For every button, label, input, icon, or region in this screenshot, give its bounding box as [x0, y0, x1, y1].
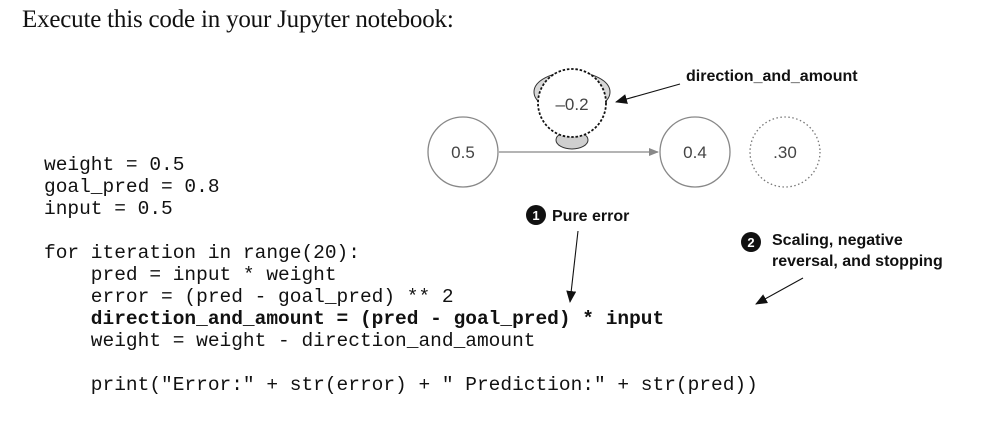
- code-line: error = (pred - goal_pred) ** 2: [44, 286, 454, 308]
- callout-1-arrow: [566, 230, 579, 303]
- input-node-value: 0.5: [451, 143, 475, 162]
- weight-label-arrow: [615, 83, 681, 104]
- page-heading: Execute this code in your Jupyter notebo…: [22, 6, 454, 33]
- output-node-value: 0.4: [683, 143, 707, 162]
- code-line: input = 0.5: [44, 198, 173, 220]
- callout-1-label: Pure error: [552, 208, 629, 225]
- output-node: [659, 116, 731, 188]
- weight-label: direction_and_amount: [686, 68, 858, 85]
- code-line: print("Error:" + str(error) + " Predicti…: [44, 374, 758, 396]
- callout-1-badge: [526, 205, 546, 225]
- weight-knob: [533, 68, 611, 150]
- callout-2-arrow: [755, 277, 804, 305]
- code-line: goal_pred = 0.8: [44, 176, 220, 198]
- code-line: pred = input * weight: [44, 264, 337, 286]
- input-node: [427, 116, 499, 188]
- code-line: for iteration in range(20):: [44, 242, 360, 264]
- code-line: weight = weight - direction_and_amount: [44, 330, 536, 352]
- callout-1-number: 1: [532, 208, 539, 223]
- goal-node-value: .30: [773, 143, 797, 162]
- goal-node: [749, 116, 821, 188]
- callout-2-label-line2: reversal, and stopping: [772, 253, 943, 270]
- weight-value: –0.2: [555, 95, 588, 114]
- code-line: weight = 0.5: [44, 154, 185, 176]
- code-line-highlighted: direction_and_amount = (pred - goal_pred…: [44, 308, 665, 330]
- callout-2-number: 2: [747, 235, 754, 250]
- callout-2-badge: [741, 232, 761, 252]
- callout-2-label-line1: Scaling, negative: [772, 232, 903, 249]
